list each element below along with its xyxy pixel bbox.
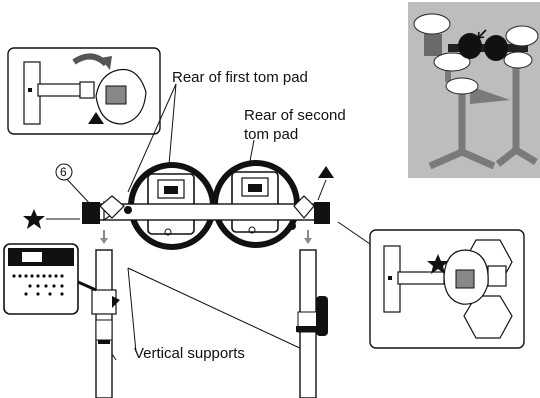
- drum-module: [3, 243, 97, 315]
- star-icon: [23, 209, 80, 229]
- star-icon: [427, 254, 449, 274]
- down-arrow-icon: [100, 230, 312, 244]
- label-rear-second-tom-pad-2: tom pad: [244, 126, 298, 143]
- right-clamp: [288, 195, 330, 230]
- clamp-detail-inset-top: [7, 47, 161, 135]
- left-vertical-support: [91, 249, 120, 398]
- triangle-marker-icon: [317, 166, 334, 201]
- label-rear-second-tom-pad-1: Rear of second: [244, 107, 346, 124]
- label-rear-first-tom-pad: Rear of first tom pad: [172, 69, 308, 86]
- left-clamp: [82, 195, 132, 224]
- label-vertical-supports: Vertical supports: [134, 345, 245, 362]
- svg-text:6: 6: [60, 165, 67, 179]
- kit-overview-inset: [408, 2, 540, 178]
- triangle-marker-icon: [88, 112, 104, 124]
- rotate-arrow-icon: [72, 53, 112, 70]
- callout-6: 6: [55, 163, 73, 181]
- clamp-detail-inset-bottom: [337, 221, 525, 349]
- right-vertical-support: [296, 249, 328, 398]
